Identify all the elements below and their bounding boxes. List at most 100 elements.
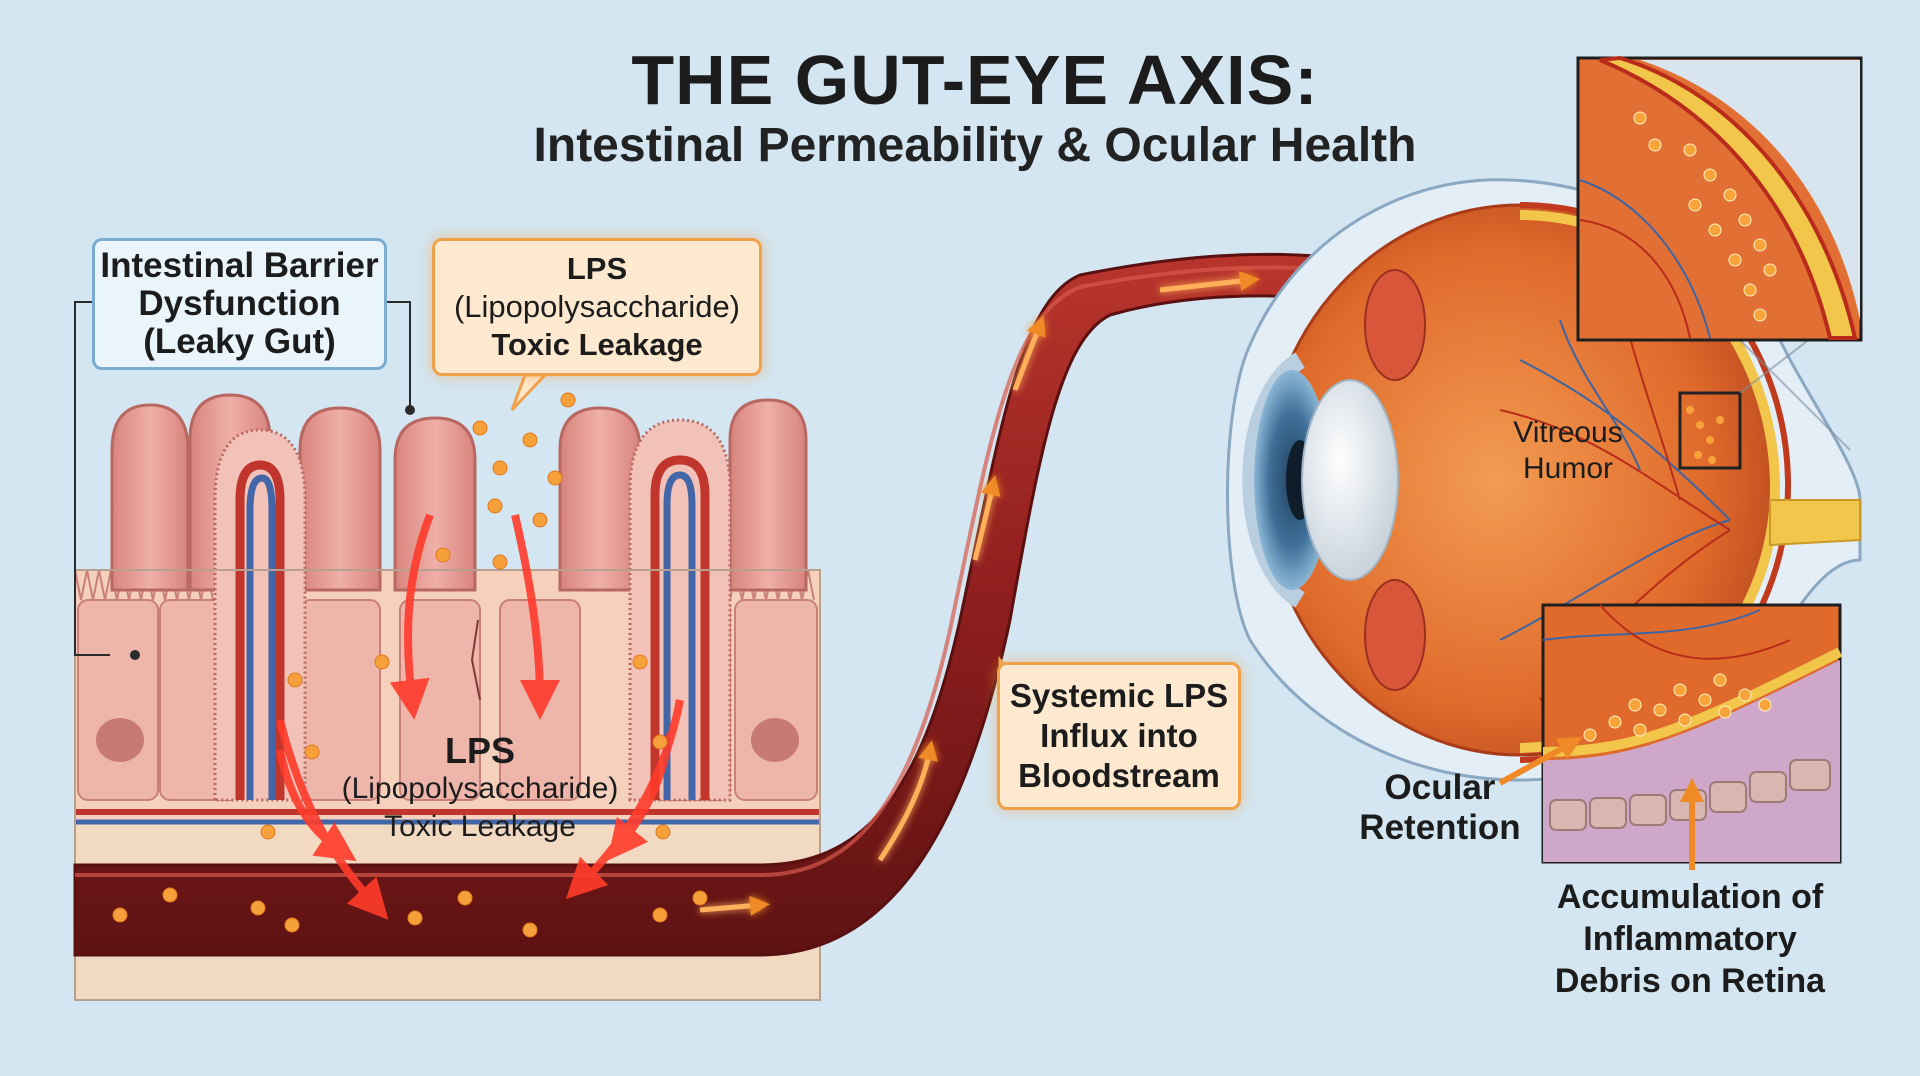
debris-particle xyxy=(1738,213,1752,227)
debris-particle xyxy=(1673,683,1687,697)
capillary-artery xyxy=(235,460,285,800)
label-line: Inflammatory xyxy=(1583,920,1797,958)
lps-particle xyxy=(492,554,508,570)
flow-arrow xyxy=(1159,271,1260,293)
lps-particle xyxy=(284,917,300,933)
debris-particle xyxy=(1633,723,1647,737)
barrier-leader-left xyxy=(74,301,110,656)
lps-particle xyxy=(260,824,276,840)
barrier-leader-dot xyxy=(130,650,140,660)
debris-particle xyxy=(1718,705,1732,719)
capillary-villus-right xyxy=(628,418,732,802)
debris-particle xyxy=(1688,198,1702,212)
inset-cell-row xyxy=(1549,759,1831,831)
debris-particle xyxy=(1696,421,1704,429)
retinal-cell xyxy=(1549,799,1587,831)
debris-particle xyxy=(1708,223,1722,237)
retinal-cell xyxy=(1629,794,1667,826)
lps-particle xyxy=(457,890,473,906)
barrier-leader-dot xyxy=(405,405,415,415)
debris-particle xyxy=(1648,138,1662,152)
debris-particle xyxy=(1758,698,1772,712)
debris-particle xyxy=(1683,143,1697,157)
ciliary-muscle-bottom xyxy=(1364,579,1426,691)
debris-particle xyxy=(1716,416,1724,424)
debris-particle xyxy=(1608,715,1622,729)
villi xyxy=(110,393,808,592)
lps-particle xyxy=(487,498,503,514)
inset-artery xyxy=(1579,219,1691,339)
leakage-arrow xyxy=(607,734,674,861)
ocular-retention-arrow xyxy=(1498,737,1583,786)
callout-line: Influx into xyxy=(1040,717,1198,754)
barrier-gap xyxy=(470,619,481,701)
villus-outer xyxy=(213,428,307,802)
tissue-frame xyxy=(74,569,821,1001)
debris-particle xyxy=(1728,253,1742,267)
accumulation-label: Accumulation of Inflammatory Debris on R… xyxy=(1535,876,1845,1002)
villus xyxy=(110,403,190,592)
retina-debris-particles xyxy=(1686,406,1724,464)
callout-line: (Lipopolysaccharide) xyxy=(453,289,741,324)
callout-line: Intestinal Barrier xyxy=(100,246,379,285)
lps-particle xyxy=(522,922,538,938)
lps-particle xyxy=(532,512,548,528)
lens xyxy=(1301,379,1399,581)
lps-toxic-leakage-callout: LPS (Lipopolysaccharide) Toxic Leakage xyxy=(432,238,762,376)
intestinal-barrier-callout: Intestinal Barrier Dysfunction (Leaky Gu… xyxy=(92,238,387,370)
flow-arrow xyxy=(877,740,938,862)
debris-particle xyxy=(1753,238,1767,252)
debris-particle xyxy=(1678,713,1692,727)
retina-inset-top xyxy=(1576,55,1863,342)
ocular-retention-label: Ocular Retention xyxy=(1355,768,1525,848)
capillary-villus-left xyxy=(213,428,307,802)
debris-particle xyxy=(1713,673,1727,687)
lps-particle xyxy=(692,890,708,906)
flow-arrow xyxy=(1012,315,1046,391)
callout-line: Systemic LPS xyxy=(1009,677,1229,714)
lps-particle xyxy=(652,907,668,923)
lps-top-pointer xyxy=(510,373,549,412)
lps-particle xyxy=(522,432,538,448)
epithelial-cell xyxy=(734,599,818,801)
debris-particle xyxy=(1698,693,1712,707)
label-line: Vitreous xyxy=(1513,416,1623,449)
retinal-cell xyxy=(1749,771,1787,803)
inset-debris-particles xyxy=(1583,673,1772,742)
barrier-leader-right xyxy=(385,301,411,410)
inset-vessels xyxy=(1542,604,1791,660)
retinal-cell xyxy=(1669,789,1707,821)
diagram-subtitle: Intestinal Permeability & Ocular Health xyxy=(533,119,1417,172)
lps-particle xyxy=(250,900,266,916)
inset-sclera-band xyxy=(1640,60,1860,320)
inset-vessels xyxy=(1579,179,1711,339)
inset-retina-band xyxy=(1599,55,1858,340)
callout-line: Bloodstream xyxy=(1018,757,1220,794)
lps-particle xyxy=(407,910,423,926)
label-line: Accumulation of xyxy=(1556,878,1824,916)
leakage-arrow xyxy=(389,513,434,720)
leakage-arrow xyxy=(511,514,560,720)
debris-particle xyxy=(1743,283,1757,297)
debris-particle xyxy=(1633,111,1647,125)
lps-particle xyxy=(162,887,178,903)
lps-inner-title: LPS xyxy=(444,730,515,771)
vitreous-humor-label: Vitreous Humor xyxy=(1488,415,1648,487)
callout-line: LPS xyxy=(566,251,628,286)
lps-particle xyxy=(492,460,508,476)
lps-particle xyxy=(435,547,451,563)
capillary-artery xyxy=(650,455,710,800)
systemic-lps-callout: Systemic LPS Influx into Bloodstream xyxy=(997,662,1241,810)
debris-particle xyxy=(1708,456,1716,464)
debris-particle xyxy=(1738,688,1752,702)
inset-debris-particles xyxy=(1633,111,1777,322)
debris-particle xyxy=(1753,308,1767,322)
diagram-title: THE GUT-EYE AXIS: xyxy=(631,41,1319,119)
debris-particle xyxy=(1653,703,1667,717)
flow-arrow xyxy=(699,895,770,916)
debris-particle xyxy=(1763,263,1777,277)
optic-nerve xyxy=(1769,499,1861,547)
lps-particle xyxy=(632,654,648,670)
